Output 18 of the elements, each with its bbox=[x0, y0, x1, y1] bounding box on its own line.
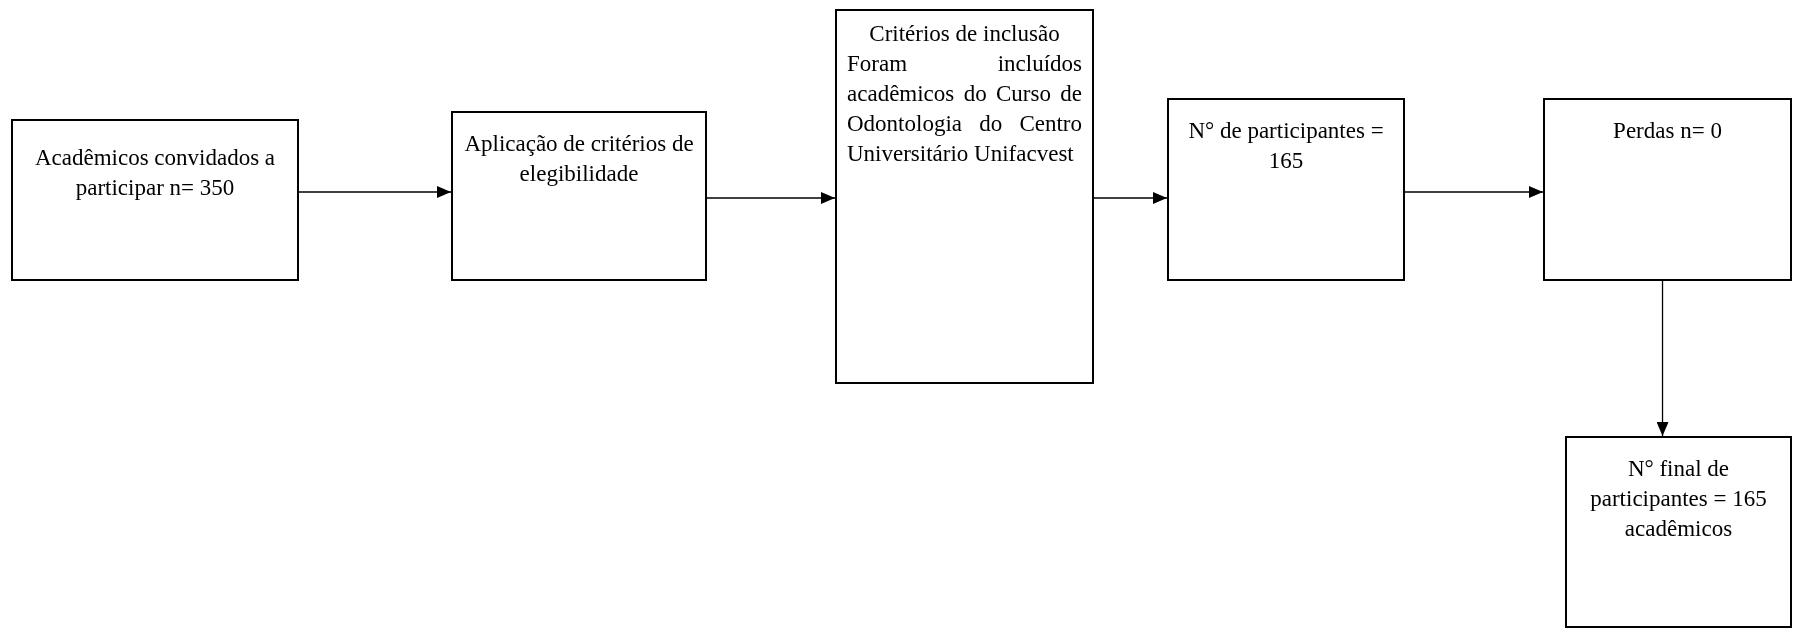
box-title: N° de participantes = 165 bbox=[1187, 117, 1385, 175]
box-title: Perdas n= 0 bbox=[1613, 117, 1722, 145]
box-title: N° final de participantes = 165 acadêmicos bbox=[1589, 455, 1768, 543]
arrow bbox=[1404, 186, 1544, 198]
arrow bbox=[298, 186, 452, 198]
box-text: Foram incluídos acadêmicos do Curso de Odontologia do Centro Universitário Unifacvest bbox=[847, 50, 1082, 168]
process-box bbox=[11, 119, 299, 281]
box-title: Aplicação de critérios de elegibilidade bbox=[463, 130, 695, 188]
arrow bbox=[1656, 280, 1669, 437]
process-box bbox=[1565, 436, 1792, 628]
process-box bbox=[1167, 98, 1405, 281]
process-box bbox=[835, 9, 1094, 384]
process-box bbox=[1543, 98, 1792, 281]
arrow bbox=[1093, 192, 1168, 204]
box-title: Acadêmicos convidados a participar n= 350 bbox=[33, 144, 277, 202]
box-title: Critérios de inclusão bbox=[869, 20, 1060, 48]
arrow bbox=[706, 192, 836, 204]
process-box bbox=[451, 111, 707, 281]
